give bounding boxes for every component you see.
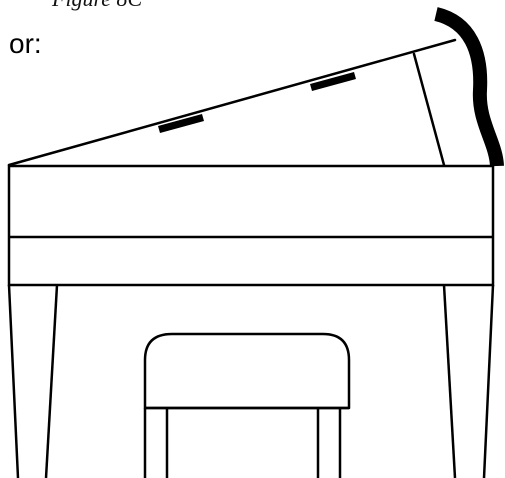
piano-lid <box>7 38 457 167</box>
figure-caption: Figure 8C <box>52 0 142 12</box>
lid-hinges <box>158 72 356 133</box>
lid-curved-edge <box>434 7 504 167</box>
alternative-label: or: <box>9 28 42 59</box>
piano-case <box>7 164 495 287</box>
piano-legs <box>7 284 495 478</box>
piano-bench <box>143 332 351 478</box>
